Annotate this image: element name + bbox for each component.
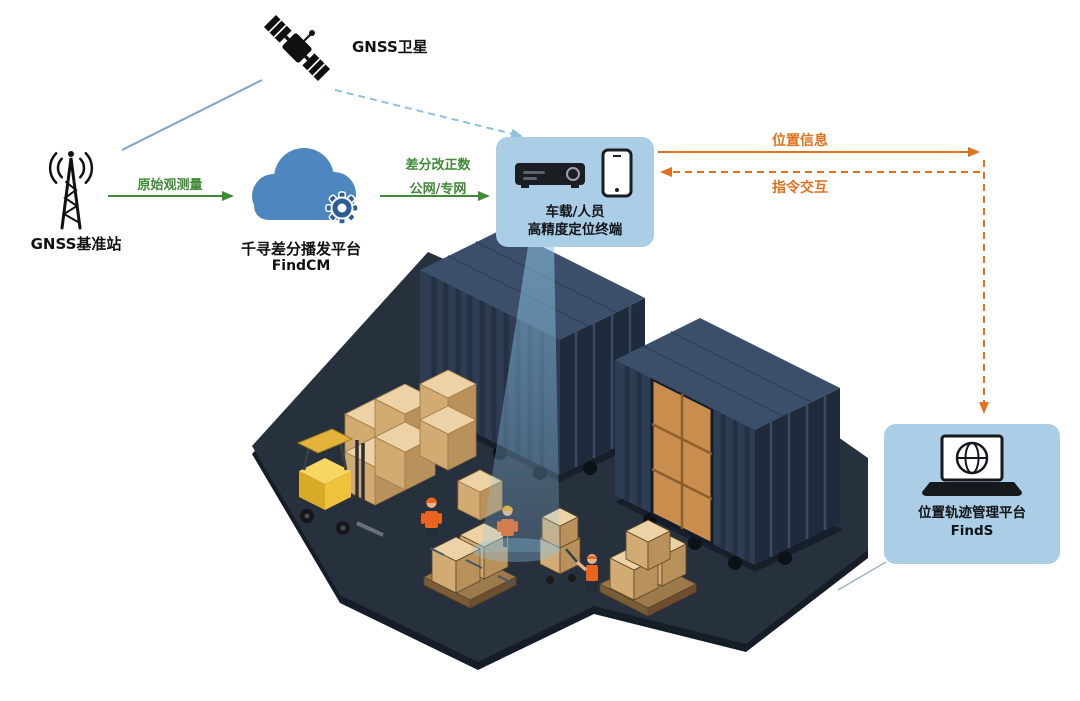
command-interaction-label: 指令交互 (772, 180, 828, 196)
link-lines (108, 79, 989, 645)
base-station-icon (16, 140, 126, 239)
floor-marks (429, 547, 515, 585)
worker-1 (421, 497, 442, 539)
base-station-label: GNSS基准站 (30, 235, 122, 253)
link-satellite-terminal (334, 89, 523, 139)
correction-label-line1: 差分改正数 (405, 158, 471, 173)
cloud-gear-icon (228, 132, 380, 244)
positioning-beam (472, 246, 560, 562)
position-info-label: 位置信息 (772, 133, 828, 149)
worker-3 (575, 554, 598, 593)
vehicle-terminal-and-phone-icon (515, 148, 633, 198)
carton-stack-left (344, 383, 436, 506)
pallet-right (599, 519, 697, 617)
management-platform-title: 位置轨迹管理平台 (918, 505, 1026, 521)
laptop-globe-icon (922, 434, 1022, 496)
gnss-satellite-icon (242, 0, 352, 104)
cloud-platform-subtitle: FindCM (271, 258, 331, 274)
raw-observation-label: 原始观测量 (137, 178, 203, 193)
container-2-open-cargo (650, 376, 714, 547)
satellite-label: GNSS卫星 (352, 38, 428, 56)
terminal-node: 车载/人员 高精度定位终端 (496, 137, 654, 247)
warehouse-scene (252, 228, 868, 670)
terminal-label-line2: 高精度定位终端 (527, 222, 623, 239)
gear-icon (325, 191, 359, 225)
terminal-label-line1: 车载/人员 (545, 204, 605, 220)
forklift (296, 428, 384, 537)
management-platform-node: 位置轨迹管理平台 FindS (884, 424, 1060, 564)
link-satellite-basestation (121, 79, 263, 151)
container-2 (615, 318, 840, 570)
cloud-platform-title: 千寻差分播发平台 (240, 240, 361, 258)
link-finds-to-scene (837, 561, 887, 591)
correction-label-line2: 公网/专网 (409, 182, 467, 197)
management-platform-subtitle: FindS (950, 523, 994, 540)
